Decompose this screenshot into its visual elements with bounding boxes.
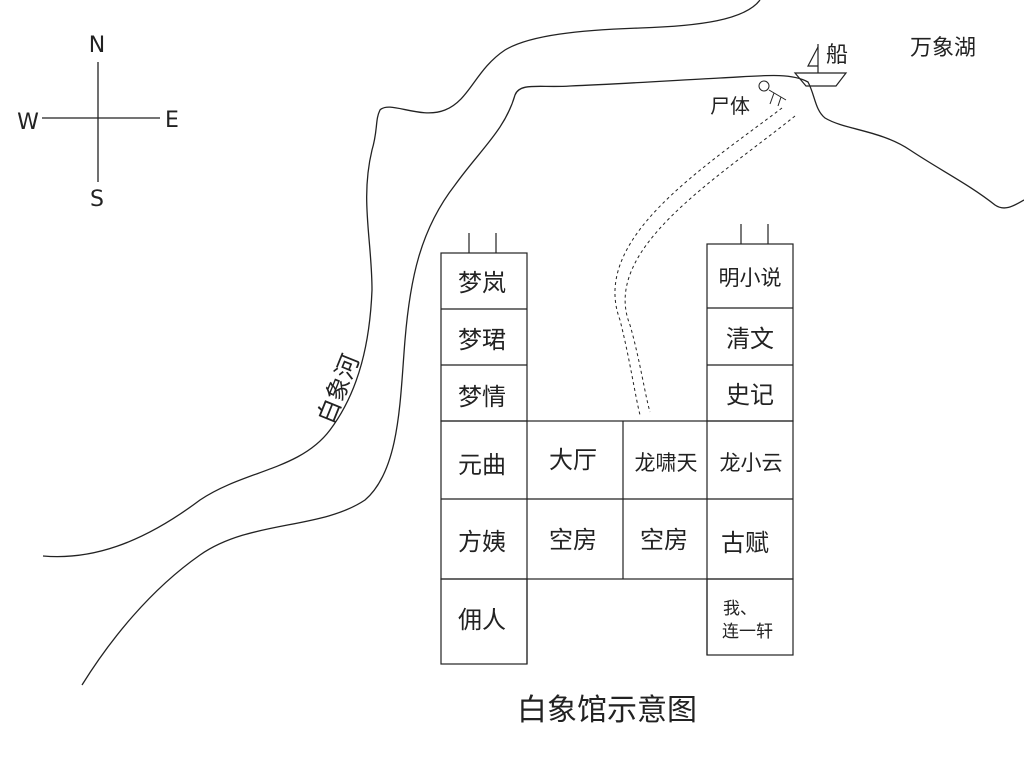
room-fangyi: 方姨 — [458, 528, 506, 556]
room-qingwen: 清文 — [726, 325, 774, 353]
servant-room-outline — [440, 578, 528, 665]
river-banks — [42, 0, 1024, 686]
river-label: 白象河 — [312, 350, 365, 427]
room-yuanqu: 元曲 — [458, 451, 506, 479]
building-walls — [440, 243, 794, 665]
room-mengqing: 梦情 — [458, 383, 506, 411]
room-kongfang-2: 空房 — [640, 526, 688, 554]
room-kongfang-1: 空房 — [549, 526, 597, 554]
room-dating: 大厅 — [549, 446, 597, 474]
river-bank-west — [42, 0, 761, 558]
river-bank-east — [81, 74, 1024, 686]
room-wo-line-2: 连一轩 — [722, 622, 773, 642]
compass-north-label: N — [89, 33, 105, 58]
room-mingxiaoshuo: 明小说 — [719, 266, 782, 290]
compass-east-label: E — [165, 108, 179, 133]
room-wo-line-1: 我、 — [723, 599, 757, 619]
room-menglan: 梦岚 — [458, 269, 506, 297]
compass-south-label: S — [90, 187, 104, 212]
lake-label: 万象湖 — [910, 36, 976, 61]
room-shiji: 史记 — [726, 381, 774, 409]
compass-west-label: W — [17, 110, 39, 135]
drag-trail — [614, 107, 796, 416]
room-yongren: 佣人 — [458, 606, 506, 634]
chimneys — [468, 224, 769, 253]
narrator-room-outline — [706, 578, 794, 656]
body-figure-icon — [758, 80, 787, 107]
body-label: 尸体 — [710, 94, 750, 118]
room-gufu: 古赋 — [721, 529, 769, 557]
boat-label: 船 — [826, 43, 848, 68]
room-longxiaoyun: 龙小云 — [720, 451, 783, 475]
compass-rose — [42, 62, 160, 182]
map-title: 白象馆示意图 — [517, 693, 697, 728]
room-labels: 梦岚 梦珺 梦情 元曲 方姨 佣人 大厅 空房 空房 清文 史记 古赋 — [458, 269, 774, 634]
boat-icon — [793, 44, 848, 87]
main-hall-outline — [440, 420, 794, 580]
room-mengjun: 梦珺 — [458, 326, 506, 354]
room-longxiaotian: 龙啸天 — [635, 451, 698, 475]
